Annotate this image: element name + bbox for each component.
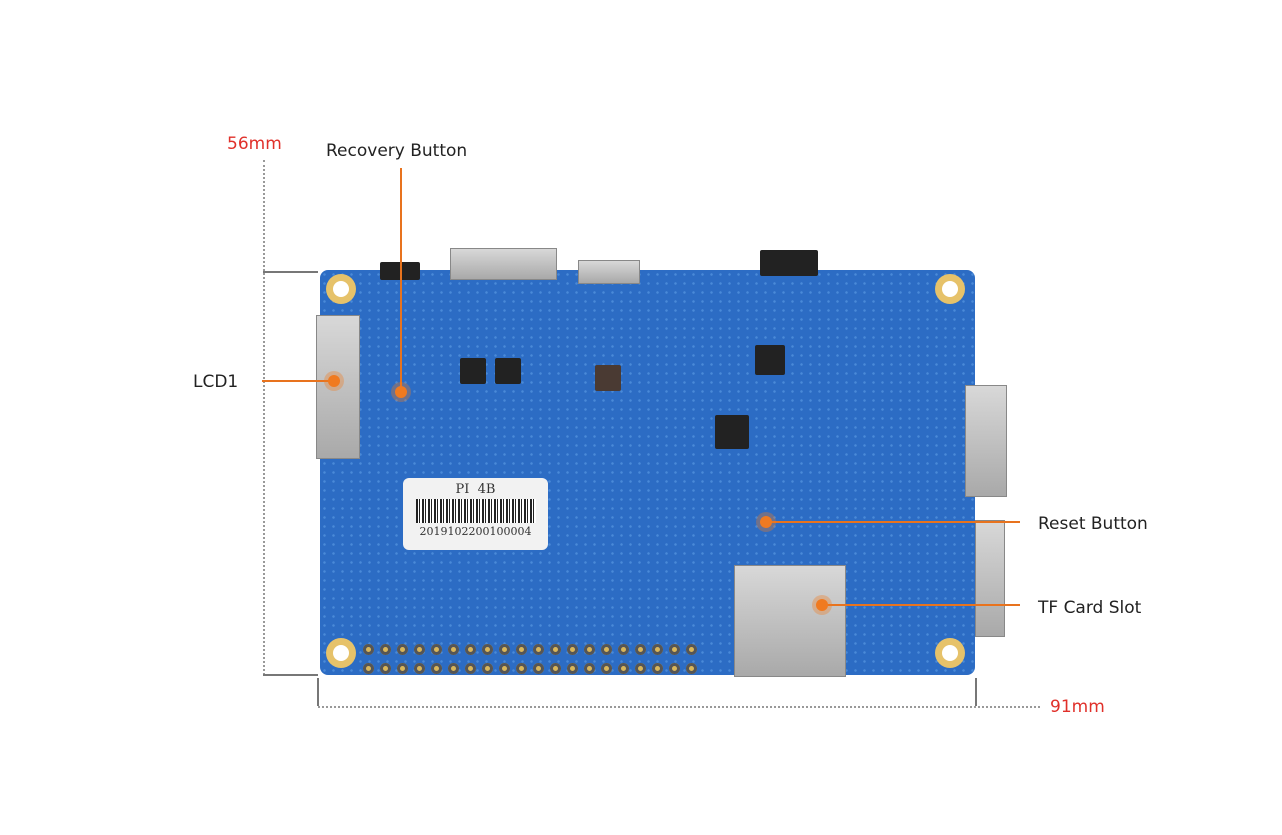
height-tick-top [263,271,318,273]
reset-button-marker [760,516,772,528]
chip [495,358,521,384]
chip [755,345,785,375]
height-label: 56mm [227,134,282,154]
width-dimension-line [318,706,1040,708]
lcd1-leader [262,380,334,382]
board [316,248,1007,677]
recovery-button-label: Recovery Button [326,141,468,161]
chip [715,415,749,449]
mount-hole [326,274,356,304]
tf-card-slot-label: TF Card Slot [1038,598,1142,618]
tf-leader [822,604,1020,606]
mount-hole [326,638,356,668]
mount-hole [935,274,965,304]
usb-c-connector [578,260,640,284]
height-dimension-line [263,160,265,675]
width-tick-left [317,678,319,706]
width-tick-right [975,678,977,706]
sticker-serial: 2019102200100004 [419,525,532,538]
hdmi-connector [450,248,557,280]
serial-sticker: PI 4B 2019102200100004 [403,478,548,550]
chip [460,358,486,384]
lcd1-label: LCD1 [193,372,239,392]
width-label: 91mm [1050,697,1105,717]
mount-hole [935,638,965,668]
lcd1-marker [328,375,340,387]
ethernet-port [975,520,1005,637]
reset-leader [766,521,1020,523]
power-jack [760,250,818,276]
tf-card-slot [734,565,846,677]
sticker-model: PI 4B [455,482,496,497]
reset-button-label: Reset Button [1038,514,1148,534]
inductor [595,365,621,391]
recovery-leader [400,168,402,390]
lcd-connector [316,315,360,459]
tf-card-slot-marker [816,599,828,611]
height-tick-bottom [263,674,318,676]
recovery-button-marker [395,386,407,398]
usb-port [965,385,1007,497]
barcode [415,499,536,523]
gpio-header [360,642,740,680]
